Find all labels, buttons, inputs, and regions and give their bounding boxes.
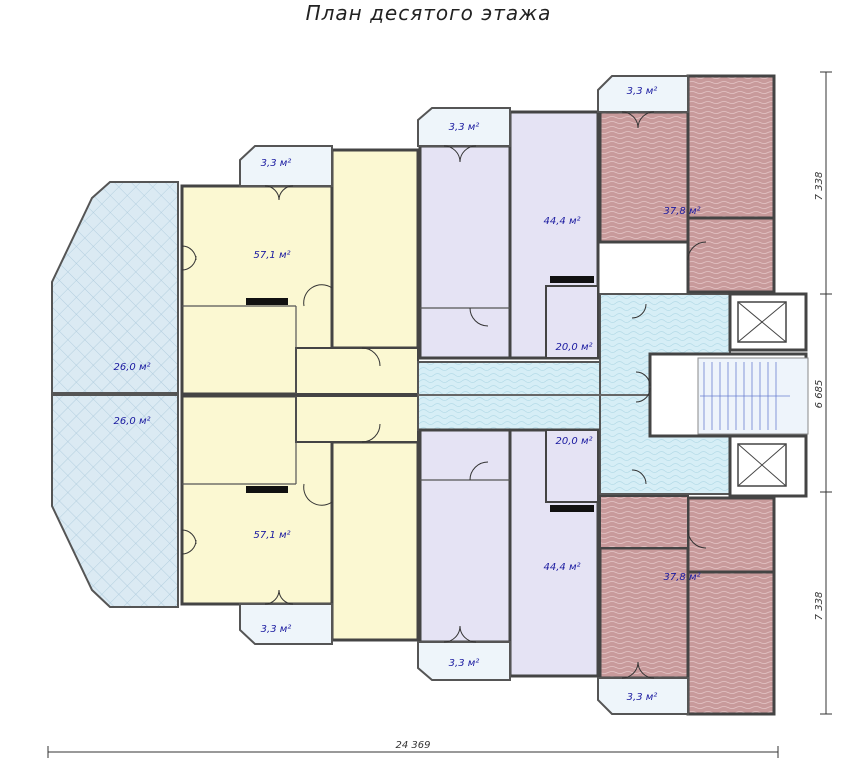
elevator-bottom xyxy=(728,434,808,498)
area-apartment-purple-bottom: 44,4 м² xyxy=(544,562,581,573)
terrace-bottom xyxy=(51,394,179,608)
corridor xyxy=(417,293,731,495)
balcony-bottom-right xyxy=(597,677,689,715)
area-apartment-brown-top: 37,8 м² xyxy=(664,206,701,217)
balcony-top-left xyxy=(239,145,333,187)
apartment-yellow-top xyxy=(180,148,420,396)
area-apartment-purple-top: 44,4 м² xyxy=(544,216,581,227)
apartment-brown-bottom xyxy=(598,495,776,716)
area-balcony-bottom-right: 3,3 м² xyxy=(627,692,658,703)
area-small-top: 20,0 м² xyxy=(556,342,593,353)
area-balcony-top-left: 3,3 м² xyxy=(261,158,292,169)
area-balcony-top-right: 3,3 м² xyxy=(627,86,658,97)
terrace-top xyxy=(51,181,179,394)
dimension-right: 7 338 6 685 7 338 xyxy=(814,71,832,715)
area-balcony-bottom-left: 3,3 м² xyxy=(261,624,292,635)
area-balcony-top-mid: 3,3 м² xyxy=(449,122,480,133)
dimension-right-middle: 6 685 xyxy=(814,380,825,409)
dimension-right-top: 7 338 xyxy=(814,172,825,201)
balcony-bottom-left xyxy=(239,603,333,645)
area-apartment-yellow-bottom: 57,1 м² xyxy=(254,530,291,541)
apartment-purple-top xyxy=(418,110,600,360)
apartment-brown-top xyxy=(598,74,776,294)
area-apartment-yellow-top: 57,1 м² xyxy=(254,250,291,261)
area-apartment-brown-bottom: 37,8 м² xyxy=(664,572,701,583)
elevator-top xyxy=(728,292,808,352)
dimension-right-bottom: 7 338 xyxy=(814,592,825,621)
dimension-total-width: 24 369 xyxy=(396,740,431,751)
area-terrace-bottom: 26,0 м² xyxy=(114,416,151,427)
stairwell xyxy=(648,352,809,438)
balcony-top-right xyxy=(597,75,689,113)
area-terrace-top: 26,0 м² xyxy=(114,362,151,373)
dimension-bottom: 24 369 xyxy=(47,740,779,758)
area-small-bottom: 20,0 м² xyxy=(556,436,593,447)
balcony-bottom-mid xyxy=(417,641,511,681)
area-balcony-bottom-mid: 3,3 м² xyxy=(449,658,480,669)
apartment-yellow-bottom xyxy=(180,394,420,642)
balcony-top-mid xyxy=(417,107,511,147)
apartment-purple-bottom xyxy=(418,428,600,678)
plan-title: План десятого этажа xyxy=(305,1,552,25)
door-swings xyxy=(181,111,707,679)
